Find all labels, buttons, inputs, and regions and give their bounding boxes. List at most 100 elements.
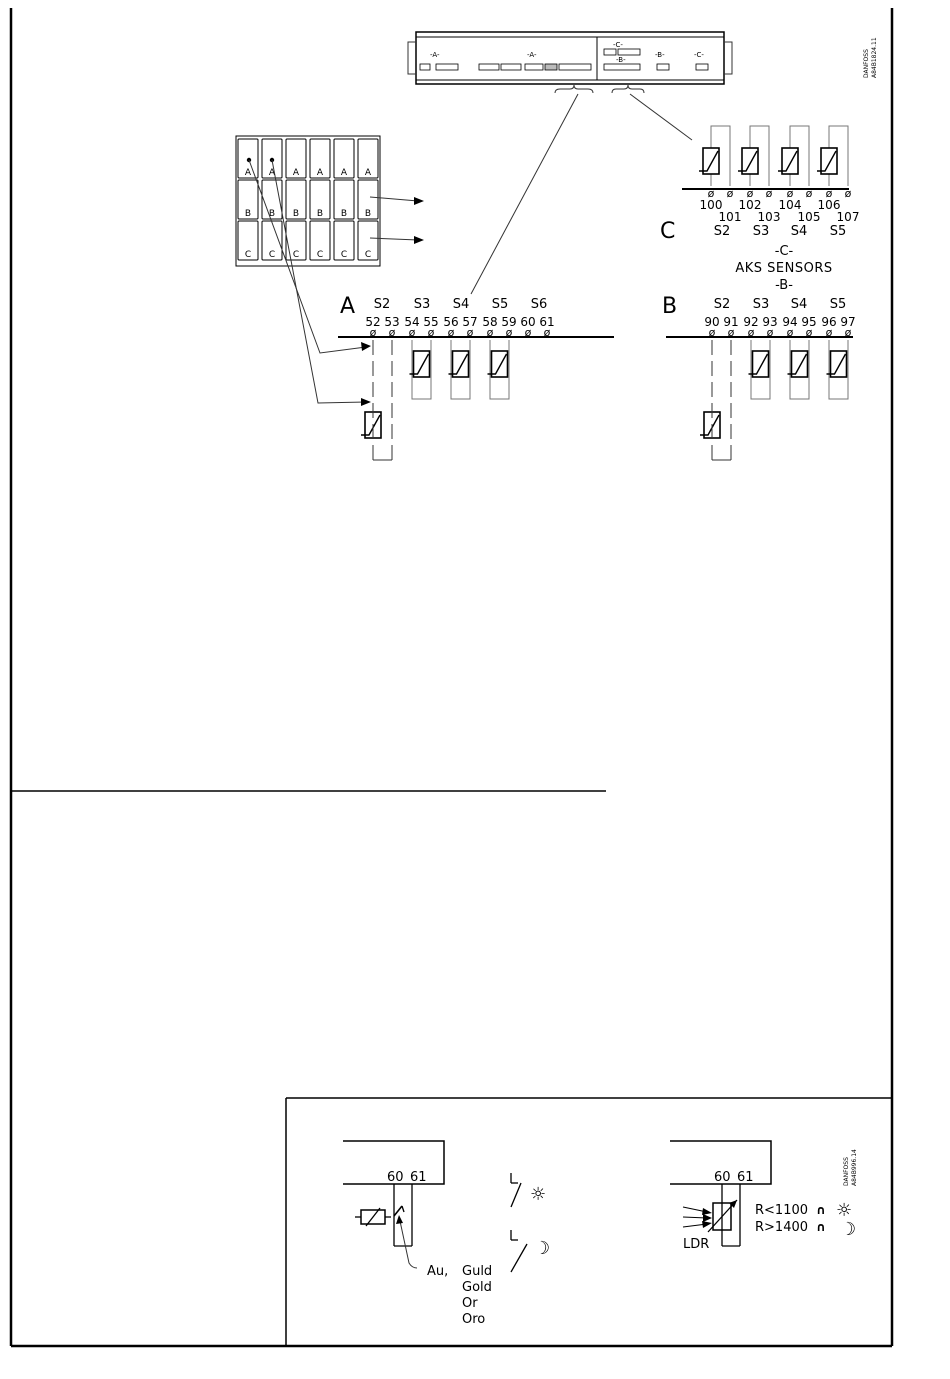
drawing-code-top: DANFOSS A84B1824.11 [863, 37, 878, 78]
panel-b-terminal: 93 [762, 315, 777, 329]
panel-b-sensor-name: S3 [753, 297, 770, 312]
controller-label-c2: -C- [694, 51, 704, 59]
day-switch [510, 1173, 522, 1208]
grid-card-label: B [245, 209, 251, 219]
thermistor-symbol [826, 350, 848, 378]
grid-card-label: C [341, 250, 347, 260]
panel-b-terminal-mark: ø [787, 326, 794, 339]
panel-c-sensor-name: S2 [714, 224, 731, 239]
sensor-loop [411, 340, 432, 400]
panel-a-terminal-mark: ø [487, 326, 494, 339]
contact-material-3: Or [462, 1296, 478, 1311]
panel-b-terminal: 91 [723, 315, 738, 329]
panel-a-sensor-name: S2 [374, 297, 391, 312]
panel-c-terminal-mark: ø [766, 187, 773, 200]
panel-b-terminal: 94 [782, 315, 797, 329]
panel-c-terminal: 104 [779, 198, 802, 212]
panel-c-sensor-name: S4 [791, 224, 808, 239]
grid-card-label: A [245, 168, 252, 178]
thermistor-symbol [699, 147, 720, 175]
panel-c-terminal-mark: ø [708, 187, 715, 200]
controller-terminal-blocks [419, 48, 709, 71]
grid-card [357, 220, 379, 261]
grid-card-label: C [245, 250, 251, 260]
thermistor-symbol [361, 411, 382, 439]
panel-c-letter: C [660, 219, 675, 244]
panel-a-terminal: 54 [404, 315, 419, 329]
grid-card-label: B [317, 209, 323, 219]
grid-card-label: A [293, 168, 300, 178]
panel-b-sensor-name: S4 [791, 297, 808, 312]
grid-card [309, 220, 331, 261]
grid-card [357, 179, 379, 220]
panel-c-terminal-mark: ø [806, 187, 813, 200]
panel-a-terminal: 60 [520, 315, 535, 329]
panel-a-letter: A [340, 294, 355, 319]
grid-card [333, 179, 355, 220]
brand-label-top: DANFOSS [863, 49, 870, 78]
panel-a-terminal: 55 [423, 315, 438, 329]
thermistor-symbol [700, 411, 721, 439]
grid-card [285, 138, 307, 179]
panel-b-letter: B [662, 294, 677, 319]
sensor-loop [489, 340, 510, 400]
panel-c-terminal-mark: ø [787, 187, 794, 200]
panel-a-terminal: 59 [501, 315, 516, 329]
panel-a-terminal: 52 [365, 315, 380, 329]
panel-c-caption: AKS SENSORS [735, 261, 832, 276]
panel-b-terminal: 97 [840, 315, 855, 329]
panel-a-terminal-mark: ø [448, 326, 455, 339]
contact-material-0: Au, [427, 1264, 448, 1279]
grid-card-label: A [341, 168, 348, 178]
panel-b-terminal: 95 [801, 315, 816, 329]
panel-c-terminal: 105 [798, 210, 821, 224]
grid-card [237, 179, 259, 220]
grid-card [237, 220, 259, 261]
grid-card [309, 179, 331, 220]
grid-card [357, 138, 379, 179]
panel-b-terminal-mark: ø [806, 326, 813, 339]
sensor-loop [750, 340, 771, 400]
thermistor-symbol [487, 350, 509, 378]
controller-label-b1: -B- [616, 56, 626, 64]
panel-a-terminal-mark: ø [525, 326, 532, 339]
thermistor-symbol [748, 350, 770, 378]
panel-b-terminal-mark: ø [767, 326, 774, 339]
panel-b-terminal: 92 [743, 315, 758, 329]
left-terminal-61: 61 [410, 1170, 427, 1185]
grid-card-label: C [317, 250, 323, 260]
night-symbol-left: ☽ [534, 1238, 550, 1259]
panel-a-sensor-name: S6 [531, 297, 548, 312]
drawing-number-top: A84B1824.11 [871, 37, 878, 78]
grid-card [309, 138, 331, 179]
panel-c-terminal: 101 [719, 210, 742, 224]
panel-a-terminal: 61 [539, 315, 554, 329]
contact-material-4: Oro [462, 1312, 485, 1327]
panel-a-sensor-name: S5 [492, 297, 509, 312]
panel-c-terminal: 103 [758, 210, 781, 224]
panel-c-sensor-name: S5 [830, 224, 847, 239]
rule-night: R>1400 [755, 1220, 808, 1235]
grid-card [261, 179, 283, 220]
panel-a-terminal: 57 [462, 315, 477, 329]
grid-card-label: A [365, 168, 372, 178]
panel-a-terminal-mark: ø [467, 326, 474, 339]
night-symbol-right: ☽ [840, 1219, 856, 1240]
grid-card-label: B [365, 209, 371, 219]
panel-c-terminal-mark: ø [747, 187, 754, 200]
grid-card [285, 179, 307, 220]
panel-b-terminal-mark: ø [728, 326, 735, 339]
panel-b-sensor-name: S5 [830, 297, 847, 312]
grid-card [261, 138, 283, 179]
panel-c-terminal-mark: ø [727, 187, 734, 200]
panel-c-sub-b: -B- [775, 278, 793, 293]
panel-b-sensor-name: S2 [714, 297, 731, 312]
panel-a-terminal: 53 [384, 315, 399, 329]
panel-c-terminal-mark: ø [845, 187, 852, 200]
grid-card-label: C [269, 250, 275, 260]
